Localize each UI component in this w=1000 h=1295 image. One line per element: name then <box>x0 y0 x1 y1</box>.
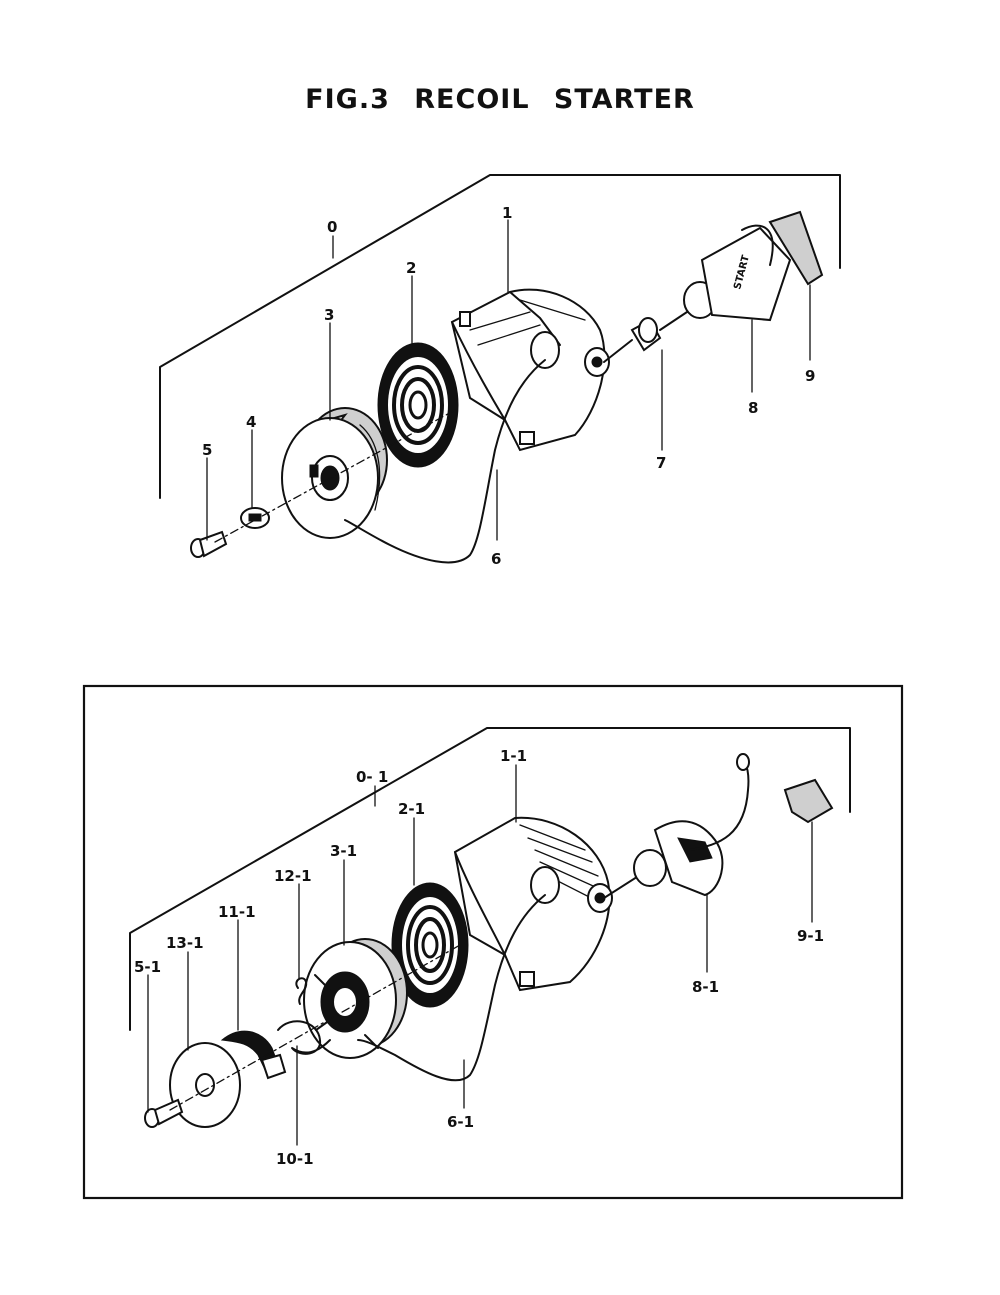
label-1-1: 1-1 <box>500 747 527 765</box>
lower-bracket-line <box>129 727 851 1031</box>
label-6-1: 6-1 <box>447 1113 474 1131</box>
label-8: 8 <box>748 399 758 417</box>
part-4-washer <box>240 507 270 529</box>
label-0: 0 <box>327 218 337 236</box>
part-11-1-ratchet-pawl <box>220 1030 287 1080</box>
label-11-1: 11-1 <box>218 903 256 921</box>
part-9-1-grip-cover <box>783 778 834 824</box>
part-6-1-rope <box>357 894 546 1082</box>
label-13-1: 13-1 <box>166 934 204 952</box>
part-9-grip-cover <box>768 210 824 286</box>
label-8-1: 8-1 <box>692 978 719 996</box>
lower-frame <box>82 684 904 1200</box>
label-3: 3 <box>324 306 334 324</box>
upper-assembly: START 0 1 2 3 4 5 6 7 8 9 <box>159 174 841 568</box>
part-12-1-pawl-spring <box>295 977 308 1005</box>
figure-title: FIG.3 RECOIL STARTER <box>305 84 695 115</box>
part-3-1-reel <box>303 938 408 1059</box>
label-6: 6 <box>491 550 501 568</box>
part-1-1-starter-case <box>453 816 613 992</box>
label-1: 1 <box>502 204 512 222</box>
part-10-1-guide-spring <box>277 1020 331 1055</box>
label-2: 2 <box>406 259 416 277</box>
lower-assembly: 0- 1 1-1 2-1 3-1 5-1 6-1 8-1 9-1 10-1 11… <box>82 684 904 1200</box>
lower-leaders <box>147 764 813 1146</box>
part-8-starter-handle: START <box>659 224 792 331</box>
part-2-1-spiral-spring <box>391 882 469 1008</box>
label-9: 9 <box>805 367 815 385</box>
label-5: 5 <box>202 441 212 459</box>
part-2-spiral-spring <box>377 342 459 468</box>
part-1-starter-case <box>450 288 610 452</box>
part-3-reel <box>281 407 388 539</box>
label-2-1: 2-1 <box>398 800 425 818</box>
label-4: 4 <box>246 413 256 431</box>
upper-bracket-line <box>159 174 841 499</box>
label-3-1: 3-1 <box>330 842 357 860</box>
lower-centerline <box>169 944 461 1111</box>
label-0-1: 0- 1 <box>356 768 388 786</box>
part-13-1-washer <box>169 1042 241 1128</box>
label-5-1: 5-1 <box>134 958 161 976</box>
part-8-1-starter-handle <box>633 753 750 897</box>
label-12-1: 12-1 <box>274 867 312 885</box>
part-6-rope <box>344 359 546 564</box>
upper-centerline <box>214 409 456 543</box>
upper-leaders <box>206 219 811 541</box>
label-9-1: 9-1 <box>797 927 824 945</box>
part-7-rope-guide <box>603 317 662 363</box>
label-7: 7 <box>656 454 666 472</box>
part-5-screw <box>190 530 228 558</box>
part-5-1-screw <box>144 1098 184 1128</box>
label-10-1: 10-1 <box>276 1150 314 1168</box>
